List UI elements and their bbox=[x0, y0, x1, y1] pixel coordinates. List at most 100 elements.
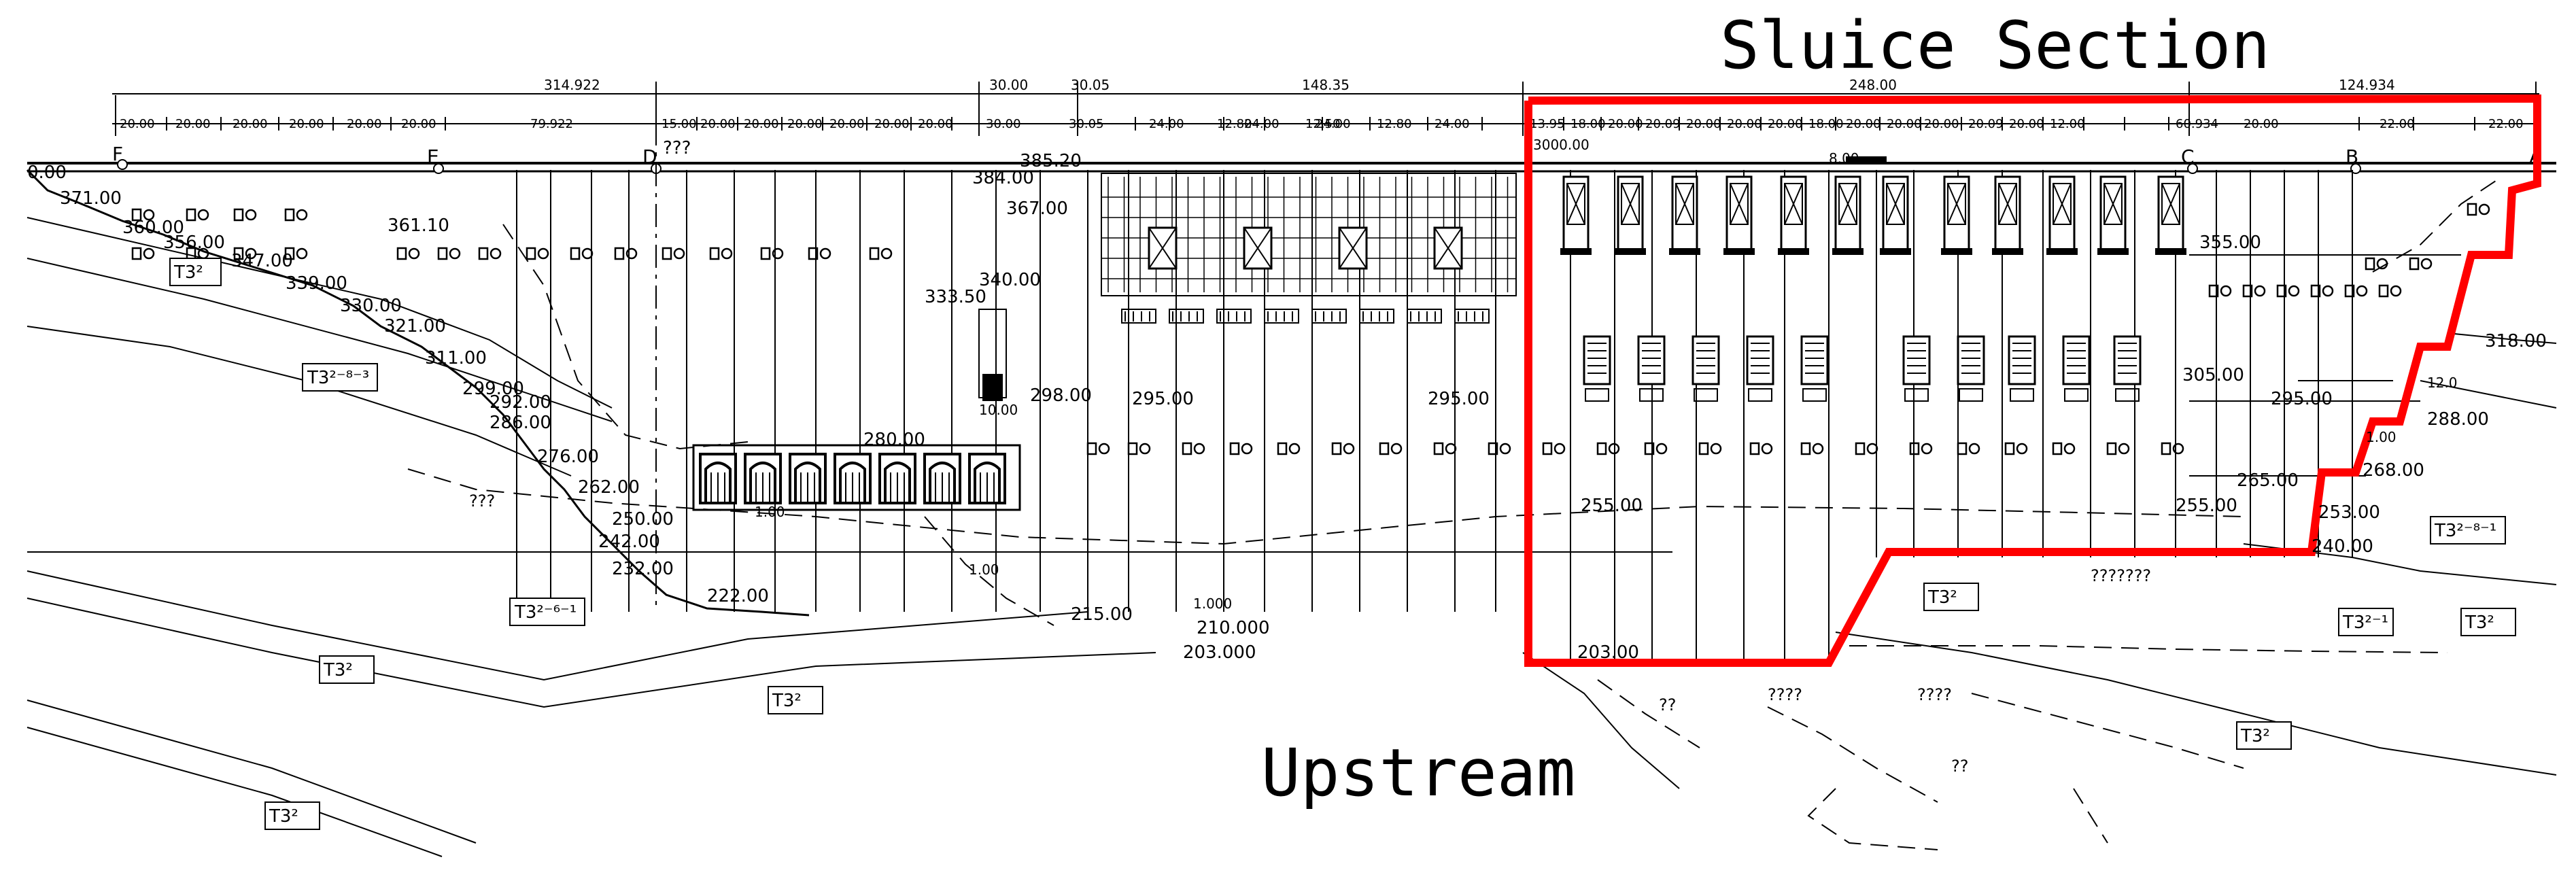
elev-label: 330.00 bbox=[340, 296, 402, 316]
elevation-labels: 0.00 371.00 360.00 356.00 347.00 339.00 … bbox=[27, 151, 2547, 663]
svg-text:T3²: T3² bbox=[173, 262, 203, 283]
elev-label: 280.00 bbox=[863, 430, 925, 450]
elev-label: 299.00 bbox=[462, 379, 524, 399]
rock-label: T3² bbox=[319, 655, 375, 684]
note: ?? bbox=[1659, 695, 1676, 714]
dim-row-label: 20.00 bbox=[1887, 117, 1922, 131]
dim-row-label: 22.00 bbox=[2488, 117, 2524, 131]
dim-30-05: 30.05 bbox=[1071, 77, 1110, 93]
note: ???? bbox=[1917, 685, 1952, 704]
elev-label: 339.00 bbox=[286, 273, 347, 294]
elev-label: 295.00 bbox=[1428, 389, 1490, 409]
dim-row-label: 24.00 bbox=[1435, 117, 1470, 131]
small-dim: 1.00 bbox=[2366, 429, 2397, 445]
elev-label: 0.00 bbox=[27, 162, 67, 183]
svg-text:T3²: T3² bbox=[772, 691, 802, 711]
dim-row-label: 18.00 bbox=[1808, 117, 1844, 131]
elev-label: 253.00 bbox=[2318, 502, 2380, 523]
axis-label-d: D bbox=[642, 145, 657, 168]
note: ??? bbox=[469, 491, 495, 511]
sluice-section-outline bbox=[1524, 94, 2541, 667]
elev-label: 340.00 bbox=[979, 270, 1041, 290]
axis-label-e: E bbox=[427, 145, 439, 168]
dim-row-label: 20.00 bbox=[918, 117, 953, 131]
dim-row-label: 20.09 bbox=[1645, 117, 1681, 131]
axis-markers: F E D ??? C B A bbox=[112, 138, 2542, 174]
elev-label: 384.00 bbox=[972, 168, 1034, 188]
elev-label: 361.10 bbox=[388, 215, 449, 236]
dim-124-934: 124.934 bbox=[2339, 77, 2395, 93]
elev-label: 347.00 bbox=[231, 251, 293, 271]
small-dim: 8.00 bbox=[1829, 150, 1859, 167]
elev-label: 295.00 bbox=[1132, 389, 1194, 409]
elev-label: 318.00 bbox=[2485, 331, 2547, 351]
elev-label: 265.00 bbox=[2237, 470, 2299, 491]
elev-label: 255.00 bbox=[2176, 496, 2237, 516]
elev-label: 360.00 bbox=[122, 218, 184, 238]
dam-crest bbox=[27, 162, 2556, 173]
dim-row-label: 20.00 bbox=[401, 117, 436, 131]
small-dim: 1.00 bbox=[969, 562, 999, 578]
top-dimension-lines bbox=[112, 82, 2539, 136]
sluice-section-title: Sluice Section bbox=[1720, 7, 2270, 84]
dim-row-label: 20.09 bbox=[1968, 117, 2004, 131]
elev-label: 276.00 bbox=[537, 447, 599, 467]
dim-row-label: 15.00 bbox=[662, 117, 697, 131]
dashed-lines bbox=[407, 176, 2503, 850]
svg-text:T3²⁻¹: T3²⁻¹ bbox=[2342, 612, 2388, 633]
annotation-notes: ??? ??????? ???? ???? ?? ?? bbox=[469, 491, 2151, 776]
dim-row-label: 20.00 bbox=[2244, 117, 2279, 131]
intake-structure bbox=[1101, 173, 1517, 324]
bottom-outlets bbox=[692, 309, 1021, 511]
rock-label: T3²⁻⁸⁻³ bbox=[302, 363, 378, 392]
dim-row-label: 20.00 bbox=[120, 117, 155, 131]
elev-label: 240.00 bbox=[2312, 536, 2373, 557]
upstream-title: Upstream bbox=[1261, 735, 1575, 811]
axis-label-c: C bbox=[2181, 145, 2195, 168]
elev-label: 333.50 bbox=[925, 287, 986, 307]
elev-label: 232.00 bbox=[612, 559, 674, 579]
dim-row-label: 12.80 bbox=[1217, 117, 1252, 131]
small-dim: 1.000 bbox=[1193, 595, 1232, 612]
left-bank-profile bbox=[26, 169, 1672, 857]
rock-label: T3²⁻¹ bbox=[2338, 608, 2394, 636]
dim-row-label: 60.934 bbox=[2176, 117, 2218, 131]
svg-text:T3²: T3² bbox=[269, 806, 298, 827]
elev-label: 222.00 bbox=[707, 586, 769, 606]
elev-label: 268.00 bbox=[2363, 460, 2424, 481]
elev-label: 292.00 bbox=[490, 392, 551, 413]
rock-label: T3² bbox=[169, 258, 222, 286]
elev-label: 250.00 bbox=[612, 509, 674, 530]
elev-label: 298.00 bbox=[1030, 385, 1092, 406]
dim-row-label: 22.00 bbox=[2380, 117, 2415, 131]
note: ?? bbox=[1951, 757, 1968, 776]
dim-row-label: 30.05 bbox=[1069, 117, 1104, 131]
rock-label: T3²⁻⁸⁻¹ bbox=[2430, 516, 2506, 545]
axis-label-f: F bbox=[112, 143, 123, 165]
dim-row-label: 18.00 bbox=[1570, 117, 1606, 131]
dim-row-label: 20.00 bbox=[1924, 117, 1959, 131]
dim-row-label: 20.00 bbox=[874, 117, 910, 131]
dim-row-label: 12.00 bbox=[2050, 117, 2085, 131]
dim-row-label: 20.00 bbox=[289, 117, 324, 131]
elev-label: 356.00 bbox=[163, 232, 225, 253]
svg-text:T3²: T3² bbox=[2240, 726, 2270, 746]
dim-row-label: 20.00 bbox=[787, 117, 823, 131]
rock-label: T3² bbox=[768, 686, 823, 714]
dim-row-label: 20.00 bbox=[744, 117, 779, 131]
dim-row-label: 12.80 bbox=[1377, 117, 1412, 131]
dim-row-label: 20.00 bbox=[233, 117, 268, 131]
small-dimensions: 3000.00 8.00 10.00 1.00 1.00 1.000 12.0 … bbox=[755, 137, 2458, 612]
elev-label: 371.00 bbox=[60, 188, 122, 209]
svg-text:T3²⁻⁸⁻³: T3²⁻⁸⁻³ bbox=[307, 368, 369, 388]
elev-label: 305.00 bbox=[2182, 365, 2244, 385]
svg-text:T3²: T3² bbox=[2465, 612, 2494, 633]
rock-label: T3² bbox=[264, 801, 320, 830]
dim-row-label: 20.00 bbox=[1768, 117, 1803, 131]
svg-text:T3²: T3² bbox=[1927, 587, 1957, 608]
elev-label: 367.00 bbox=[1006, 198, 1068, 219]
axis-note: ??? bbox=[663, 138, 691, 158]
dim-row-label: 24.00 bbox=[1149, 117, 1184, 131]
dim-row-label: 24.00 bbox=[1244, 117, 1280, 131]
dim-row-label: 20.00 bbox=[1608, 117, 1643, 131]
